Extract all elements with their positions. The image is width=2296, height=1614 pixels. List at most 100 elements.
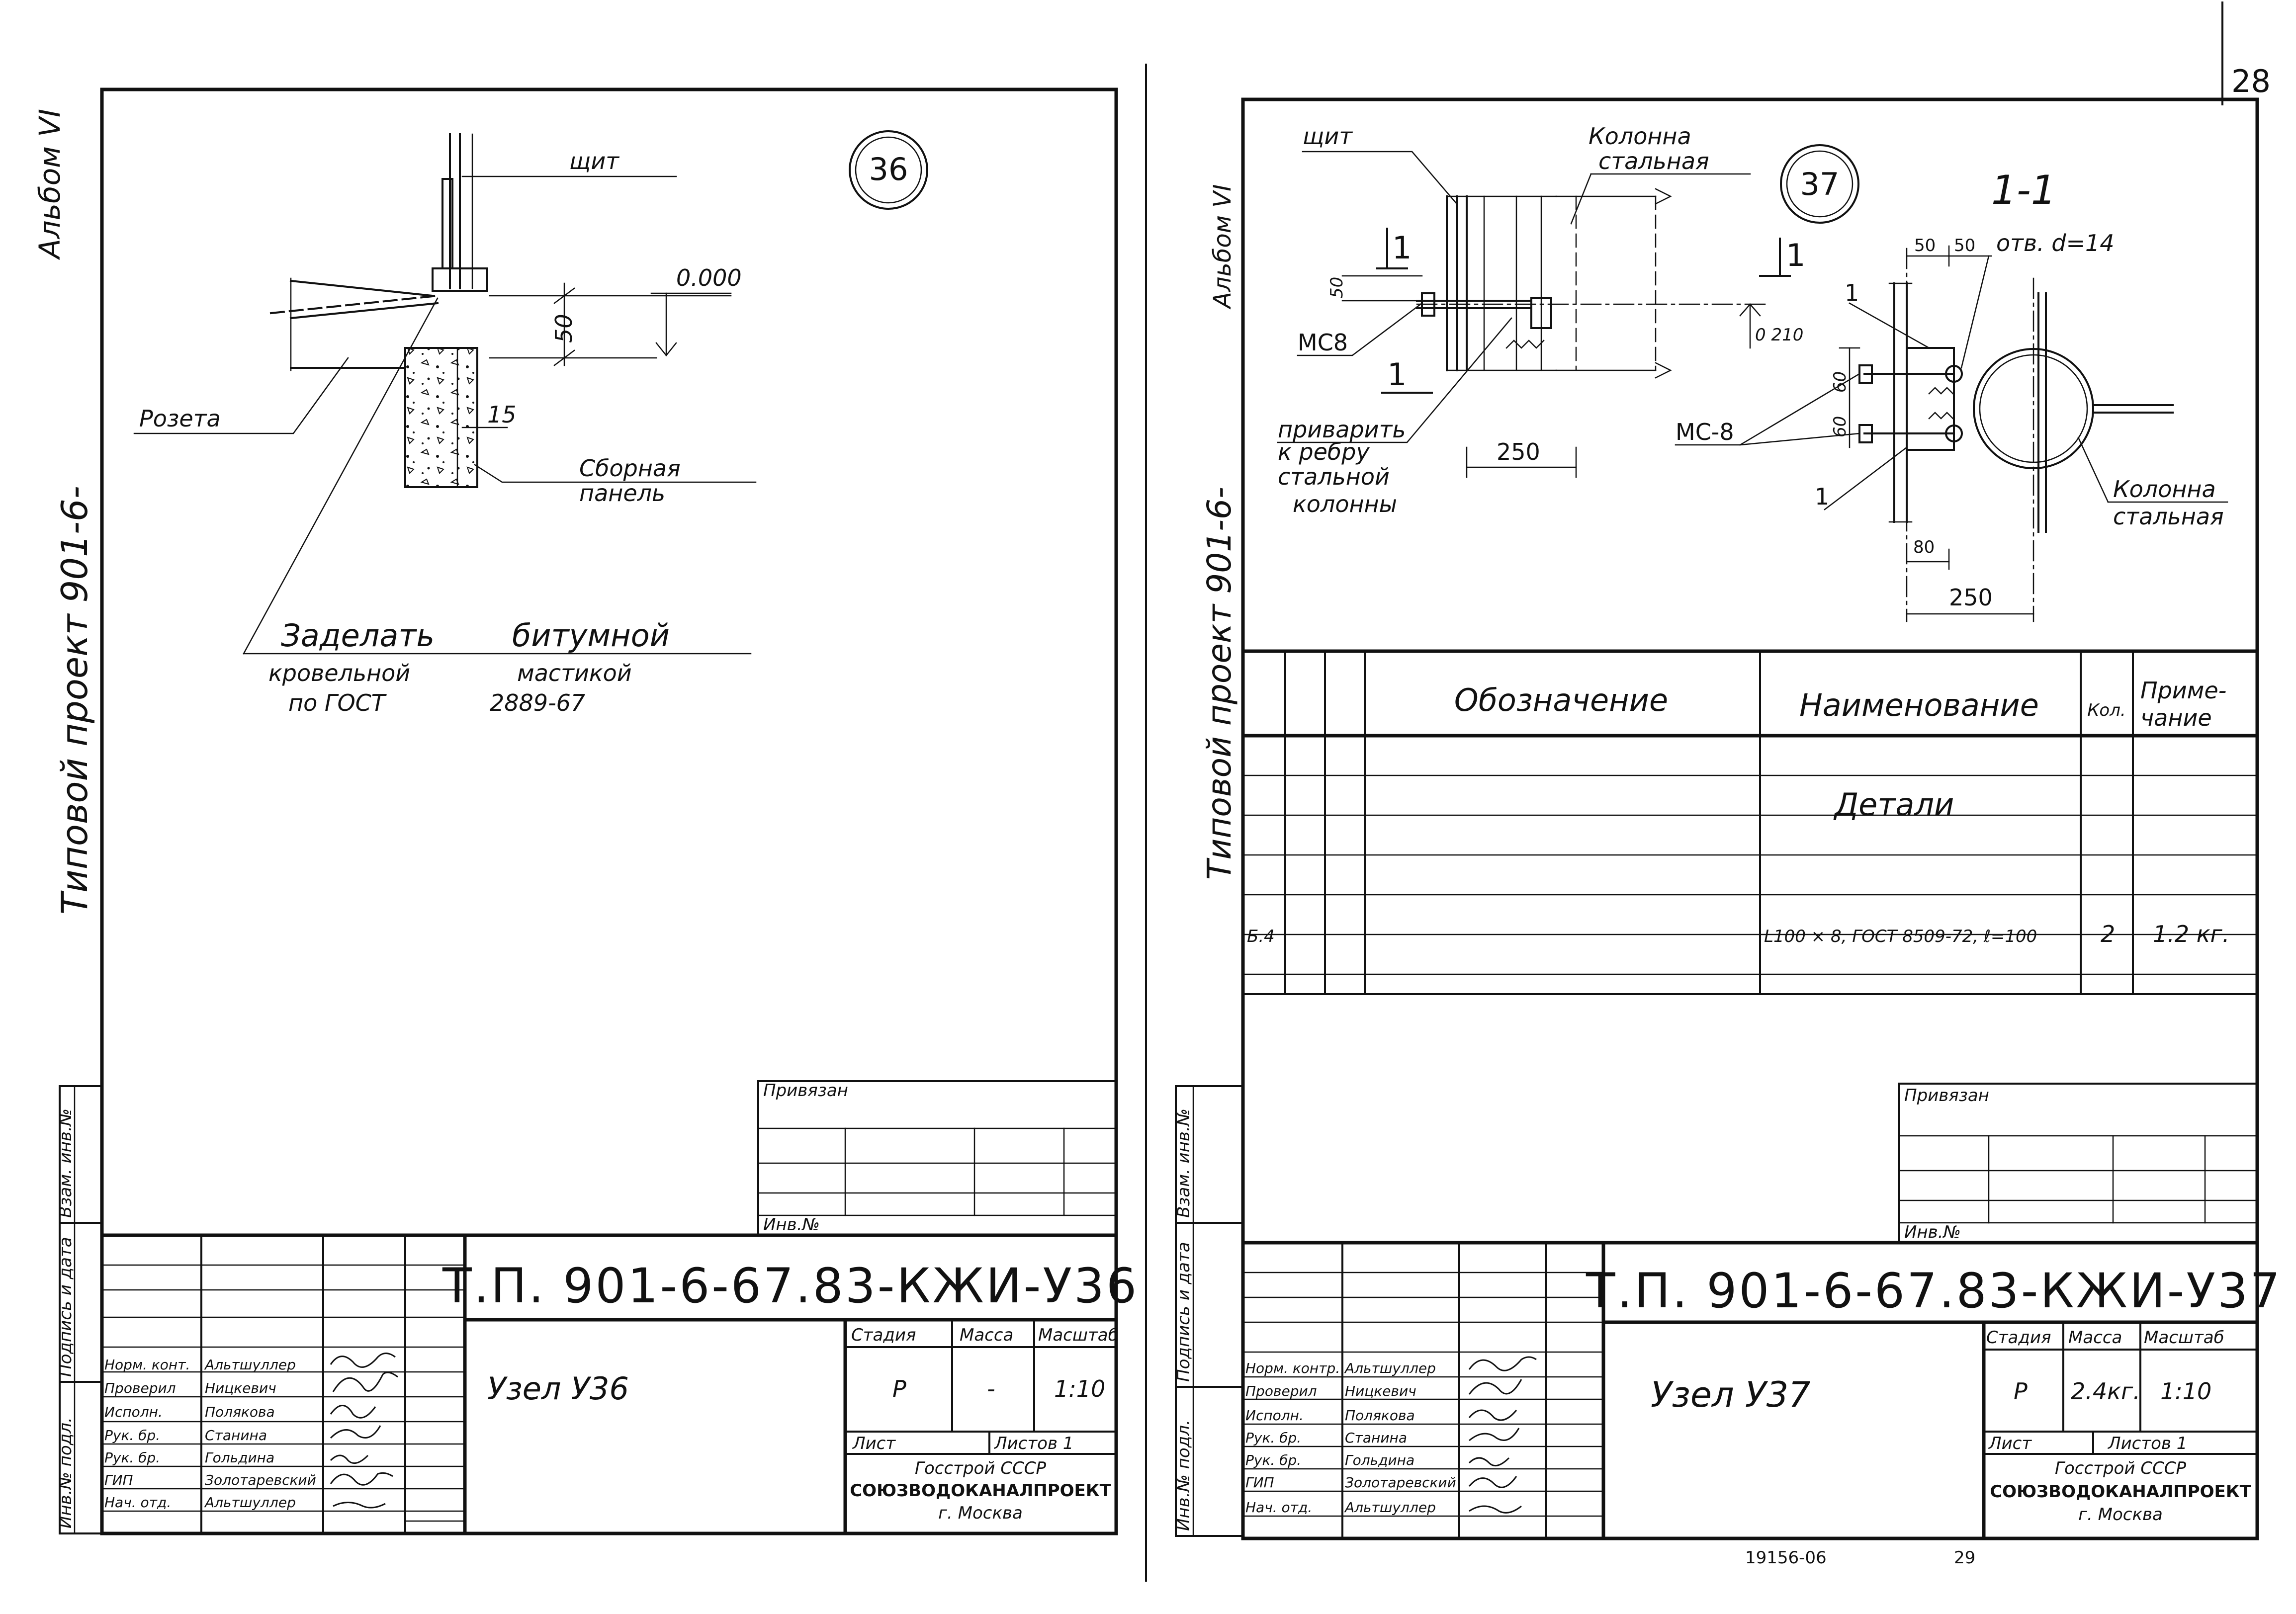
right-label-weld-1: приварить	[1278, 416, 1406, 443]
left-inv-label: Инв.№	[763, 1215, 820, 1235]
right-dim-250a: 250	[1497, 438, 1540, 465]
footer-inventory: 19156-06	[1745, 1548, 1827, 1568]
spec-row-pos: Б.4	[1247, 927, 1275, 946]
right-dim-50b: 50	[1914, 236, 1936, 255]
right-stage: Р	[2014, 1378, 2028, 1405]
right-dim-210: 0 210	[1755, 325, 1803, 345]
page-number-mark: 28	[2221, 1, 2271, 105]
right-title-block: Норм. контр. Альтшуллер Проверил Ницкеви…	[1241, 1241, 2282, 1540]
left-dim-50: 50	[550, 314, 577, 343]
right-label-col-r2: стальная	[2113, 503, 2224, 530]
left-note-2: битумной	[512, 617, 670, 654]
left-bound-label: Привязан	[763, 1081, 848, 1101]
right-mark-1e: 1	[1815, 483, 1829, 510]
right-mark-1a: 1	[1392, 230, 1412, 266]
right-staff-name-5: Золотаревский	[1345, 1474, 1456, 1491]
left-staff-role-2: Исполн.	[104, 1404, 163, 1420]
left-title-block: Норм. конт. Альтшуллер Проверил Ницкевич…	[100, 1233, 1137, 1535]
left-note-4: мастикой	[517, 660, 632, 686]
right-staff-name-3: Станина	[1345, 1430, 1407, 1446]
right-staff-name-6: Альтшуллер	[1344, 1499, 1436, 1516]
right-staff-rows: Норм. контр. Альтшуллер Проверил Ницкеви…	[1245, 1360, 1456, 1516]
left-staff-role-4: Рук. бр.	[104, 1449, 160, 1466]
spec-header-note-2: чание	[2140, 704, 2212, 731]
left-scale: 1:10	[1054, 1375, 1105, 1402]
right-org-2: СОЮЗВОДОКАНАЛПРОЕКТ	[1990, 1482, 2251, 1502]
right-label-column-2: стальная	[1598, 148, 1709, 174]
right-label-col-r1: Колонна	[2113, 476, 2216, 503]
left-org-3: г. Москва	[938, 1503, 1023, 1523]
right-label-mc8a: МС8	[1298, 329, 1348, 356]
left-stage-h: Стадия	[851, 1325, 916, 1345]
page-number: 28	[2231, 63, 2271, 99]
left-label-rosette: Розета	[139, 405, 221, 432]
right-sheets-label: Листов 1	[2107, 1434, 2187, 1453]
right-dim-50a: 50	[1327, 277, 1347, 298]
right-scale-h: Масштаб	[2144, 1328, 2224, 1348]
left-note-3: кровельной	[268, 660, 410, 686]
right-bound-block: Привязан Инв.№	[1898, 1083, 2258, 1244]
left-label-panel-1: Сборная	[579, 455, 681, 482]
right-staff-name-4: Гольдина	[1345, 1452, 1414, 1468]
spec-row-name: L100 × 8, ГОСТ 8509-72, ℓ=100	[1764, 927, 2037, 946]
left-org-1: Госстрой СССР	[915, 1458, 1046, 1478]
left-label-panel-2: панель	[579, 480, 665, 507]
left-sheet-label: Лист	[852, 1434, 896, 1453]
left-staff-name-4: Гольдина	[205, 1449, 274, 1466]
left-frame	[100, 87, 1118, 1535]
right-stage-h: Стадия	[1986, 1328, 2051, 1348]
left-staff-name-5: Золотаревский	[205, 1472, 316, 1488]
right-staff-role-4: Рук. бр.	[1245, 1452, 1301, 1468]
right-mark-1b: 1	[1786, 237, 1805, 273]
left-signatures	[330, 1353, 398, 1509]
right-stamp-sign: Подпись и дата	[1174, 1242, 1194, 1382]
left-staff-name-1: Ницкевич	[205, 1380, 276, 1396]
spec-section-title: Детали	[1833, 786, 1954, 823]
left-node-number: 36	[869, 151, 908, 187]
right-scale: 1:10	[2160, 1378, 2211, 1405]
detail-36: 50 0.000 15 щит Розета Сборная панель За…	[133, 133, 757, 716]
right-staff-role-1: Проверил	[1245, 1383, 1317, 1399]
left-stage: Р	[892, 1375, 906, 1402]
left-margin-stamp: Инв.№ подл. Подпись и дата Взам. инв.№	[56, 1085, 103, 1534]
spec-row-note: 1.2 кг.	[2153, 921, 2229, 947]
right-node-circle	[1780, 144, 1859, 224]
right-staff-role-2: Исполн.	[1245, 1407, 1304, 1424]
spec-table: Обозначение Наименование Кол. Приме- чан…	[1241, 649, 2259, 995]
spec-header-qty: Кол.	[2087, 700, 2125, 720]
right-album: Альбом VI	[1209, 184, 1236, 310]
right-label-shield: щит	[1303, 123, 1353, 150]
left-sheets-label: Листов 1	[993, 1434, 1073, 1453]
left-level: 0.000	[676, 264, 742, 291]
right-dim-60b: 60	[1830, 416, 1850, 437]
right-org-1: Госстрой СССР	[2055, 1458, 2186, 1478]
left-staff-role-5: ГИП	[104, 1472, 133, 1488]
left-staff-role-0: Норм. конт.	[104, 1357, 190, 1373]
detail-37-section: 1-1	[1675, 167, 2228, 622]
footer-page: 29	[1954, 1548, 1975, 1568]
right-dim-250b: 250	[1949, 584, 1993, 611]
right-staff-role-6: Нач. отд.	[1245, 1499, 1312, 1516]
left-staff-name-6: Альтшуллер	[204, 1494, 296, 1511]
left-bound-block: Привязан Инв.№	[757, 1080, 1117, 1236]
left-album: Альбом VI	[33, 109, 67, 260]
right-staff-name-1: Ницкевич	[1345, 1383, 1416, 1399]
right-staff-role-0: Норм. контр.	[1245, 1360, 1340, 1376]
right-label-mc8b: МС-8	[1676, 419, 1734, 445]
right-label-column-1: Колонна	[1589, 123, 1691, 150]
right-staff-role-3: Рук. бр.	[1245, 1430, 1301, 1446]
right-margin-stamp: Инв.№ подл. Подпись и дата Взам. инв.№	[1174, 1085, 1244, 1537]
right-signatures	[1468, 1356, 1537, 1514]
left-title: Узел У36	[487, 1370, 629, 1407]
left-staff-role-1: Проверил	[104, 1380, 176, 1396]
left-staff-rows: Норм. конт. Альтшуллер Проверил Ницкевич…	[104, 1357, 316, 1511]
left-org-2: СОЮЗВОДОКАНАЛПРОЕКТ	[850, 1481, 1111, 1501]
spec-header-note-1: Приме-	[2140, 677, 2226, 704]
left-staff-name-2: Полякова	[205, 1404, 275, 1420]
table-row: Б.4 L100 × 8, ГОСТ 8509-72, ℓ=100 2 1.2 …	[1247, 921, 2229, 947]
left-stamp-sign: Подпись и дата	[56, 1237, 76, 1377]
right-code: Т.П. 901-6-67.83-КЖИ-У37	[1586, 1263, 2282, 1319]
left-staff-role-3: Рук. бр.	[104, 1427, 160, 1444]
right-sheet-label: Лист	[1988, 1434, 2032, 1453]
